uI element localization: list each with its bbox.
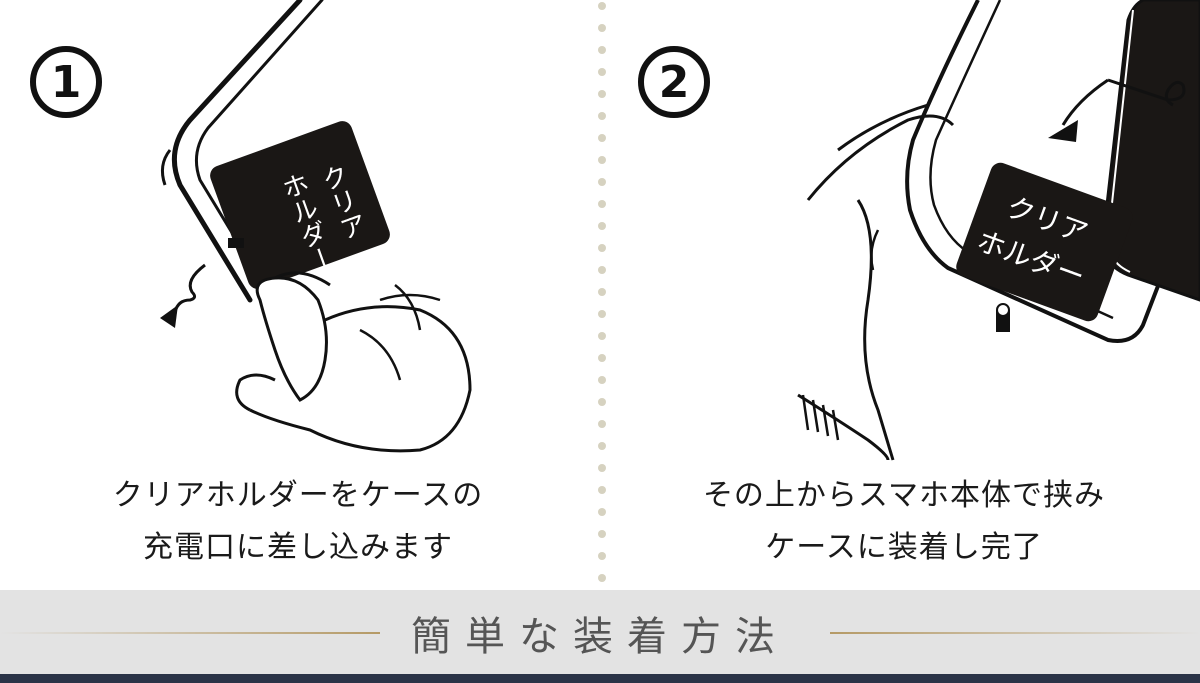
caption-line: ケースに装着し完了	[765, 530, 1043, 565]
caption-line: 充電口に差し込みます	[143, 530, 453, 565]
step-1-panel: クリア ホルダー 1 クリアホルダーをケースの 充電口に差し込みます	[0, 0, 596, 590]
title-banner: 簡単な装着方法	[0, 590, 1200, 674]
step-number-2: 2	[638, 46, 710, 118]
clear-holder-card	[956, 162, 1133, 322]
step-2-illustration: クリア ホルダー	[797, 0, 1200, 461]
step-number-1: 1	[30, 46, 102, 118]
banner-title: 簡単な装着方法	[411, 614, 789, 660]
gold-rule-right	[830, 632, 1200, 634]
gold-rule-left	[0, 632, 380, 634]
clear-holder-card	[210, 121, 390, 289]
bottom-strip	[0, 674, 1200, 683]
step-1-caption: クリアホルダーをケースの 充電口に差し込みます	[0, 470, 596, 574]
caption-line: その上からスマホ本体で挟み	[702, 478, 1106, 513]
step-1-illustration: クリア ホルダー	[160, 0, 472, 453]
step-2-caption: その上からスマホ本体で挟み ケースに装着し完了	[608, 470, 1200, 574]
step-2-panel: クリア ホルダー 2 その上からスマホ本体で挟み ケースに装着し完了	[608, 0, 1200, 590]
dotted-divider	[598, 2, 606, 582]
caption-line: クリアホルダーをケースの	[112, 478, 484, 513]
